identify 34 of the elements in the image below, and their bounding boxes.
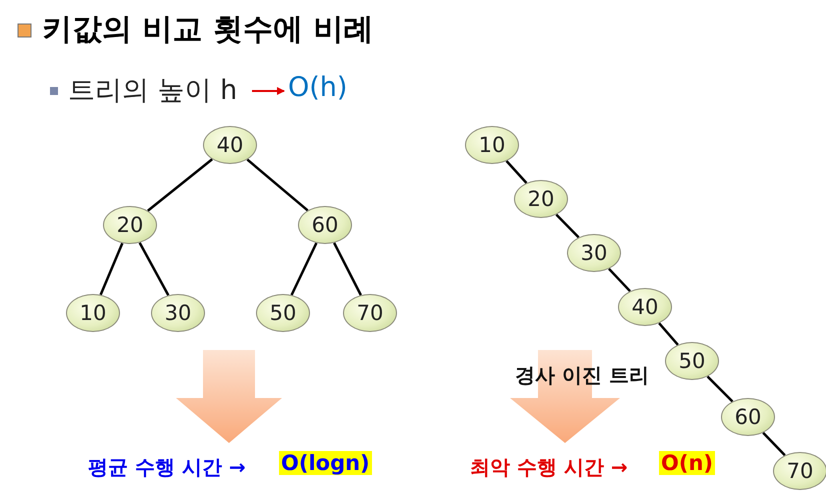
tree-edge	[762, 432, 786, 456]
tree-edge	[147, 158, 213, 212]
complexity-text: O(h)	[288, 72, 348, 103]
tree-node: 50	[256, 294, 310, 332]
tree-node: 20	[103, 206, 157, 244]
tree-node: 30	[567, 234, 621, 272]
tree-node: 40	[203, 126, 257, 164]
tree-node: 60	[298, 206, 352, 244]
tree-edge	[658, 322, 679, 346]
tree-node: 50	[665, 342, 719, 380]
tree-edge	[506, 160, 528, 184]
tree-caption: 경사 이진 트리	[515, 362, 649, 389]
result-text: 최악 수행 시간 →	[470, 454, 628, 481]
tree-edge	[290, 242, 318, 296]
tree-edge	[100, 242, 124, 296]
tree-edge	[555, 214, 580, 238]
tree-edge	[333, 242, 362, 296]
title: 키값의 비교 횟수에 비례	[42, 11, 374, 49]
tree-edge	[138, 242, 170, 296]
complexity-text: O(n)	[659, 451, 715, 475]
tree-node: 30	[151, 294, 205, 332]
tree-node: 70	[773, 452, 826, 490]
subtitle-text: 트리의 높이 h	[68, 74, 238, 108]
tree-node: 10	[465, 126, 519, 164]
tree-node: 40	[618, 288, 672, 326]
tree-edge	[706, 376, 734, 402]
tree-edge	[608, 268, 631, 292]
tree-node: 60	[721, 398, 775, 436]
complexity-text: O(logn)	[279, 451, 372, 475]
tree-edge	[246, 158, 308, 212]
tree-node: 10	[66, 294, 120, 332]
result-text: 평균 수행 시간 →	[88, 454, 246, 481]
tree-node: 70	[343, 294, 397, 332]
tree-node: 20	[514, 180, 568, 218]
